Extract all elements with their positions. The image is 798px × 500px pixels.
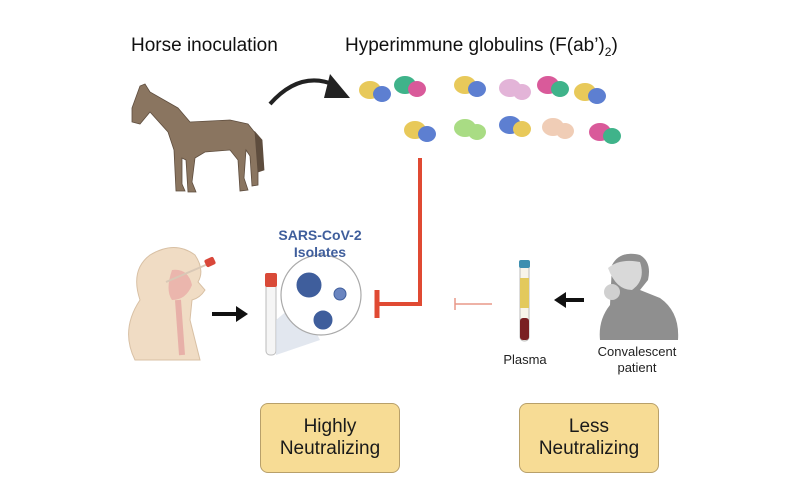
- globulin-molecule: [499, 79, 531, 100]
- globulin-molecule: [537, 76, 569, 97]
- less-neutralizing-line1: Less: [568, 416, 610, 437]
- globulin-molecule: [574, 83, 606, 104]
- plasma-inhibition-icon: [454, 298, 492, 310]
- plasma-tube-icon: [519, 260, 530, 342]
- globulin-inhibition-icon: [374, 158, 422, 318]
- globulin-molecule: [404, 121, 436, 142]
- globulin-molecule: [589, 123, 621, 144]
- arrow-right-icon: [212, 306, 248, 322]
- globulin-molecule: [499, 116, 531, 137]
- convalescent-line2: patient: [617, 360, 657, 375]
- convalescent-patient-illustration: [599, 253, 679, 340]
- horse-inoculation-label: Horse inoculation: [131, 35, 278, 56]
- globulin-molecules: [359, 76, 621, 144]
- curved-arrow-icon: [268, 74, 350, 106]
- globulin-molecule: [542, 118, 574, 139]
- globulins-label-subscript: 2: [604, 44, 612, 59]
- globulins-label-close: ): [611, 35, 618, 56]
- sars-cov-2-isolates-label: SARS-CoV-2 Isolates: [255, 227, 385, 261]
- globulin-molecule: [454, 76, 486, 97]
- swab-patient-illustration: [128, 247, 216, 361]
- virus-magnification-circle: [280, 254, 362, 336]
- arrow-left-icon: [554, 292, 584, 308]
- horse-illustration: [131, 83, 265, 193]
- highly-neutralizing-line1: Highly: [303, 416, 357, 437]
- globulins-label-main: Hyperimmune globulins (F(ab’): [345, 35, 605, 56]
- sars-title-line2: Isolates: [293, 244, 347, 260]
- convalescent-patient-label: Convalescent patient: [582, 344, 692, 376]
- globulin-molecule: [394, 76, 426, 97]
- hyperimmune-globulins-label: Hyperimmune globulins (F(ab’)2): [345, 35, 618, 59]
- highly-neutralizing-line2: Neutralizing: [279, 438, 381, 459]
- convalescent-line1: Convalescent: [597, 344, 677, 359]
- sars-title-line1: SARS-CoV-2: [278, 227, 362, 243]
- globulin-molecule: [454, 119, 486, 140]
- less-neutralizing-line2: Neutralizing: [538, 438, 640, 459]
- plasma-label: Plasma: [503, 352, 547, 367]
- globulin-molecule: [359, 81, 391, 102]
